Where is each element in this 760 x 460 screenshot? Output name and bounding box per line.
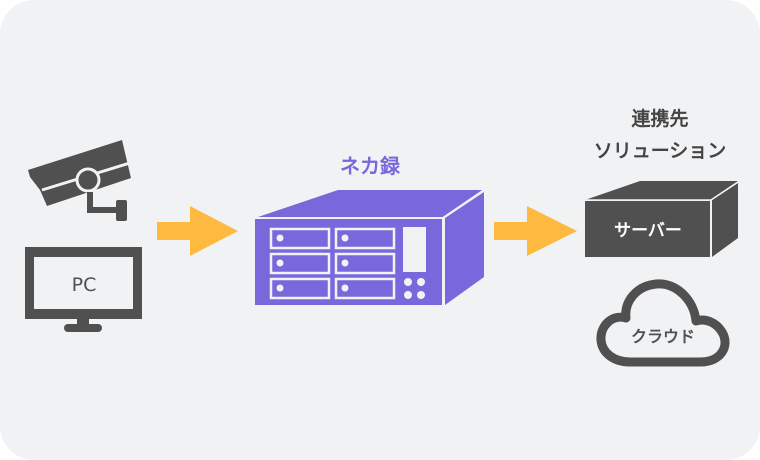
cloud-label: クラウド [631, 327, 695, 346]
server-box-icon [585, 181, 739, 257]
recorder-device-icon [255, 189, 485, 305]
cloud-icon [596, 279, 730, 367]
targets-heading-line1: 連携先 [631, 107, 688, 130]
server-label: サーバー [614, 221, 682, 241]
arrow-right-icon [494, 206, 577, 256]
arrow-right-icon [157, 206, 238, 256]
pc-label: PC [72, 274, 97, 296]
targets-heading-line2: ソリューション [594, 140, 727, 162]
security-camera-icon [28, 140, 131, 221]
recorder-label: ネカ録 [340, 154, 401, 178]
pc-monitor-icon [25, 247, 142, 332]
